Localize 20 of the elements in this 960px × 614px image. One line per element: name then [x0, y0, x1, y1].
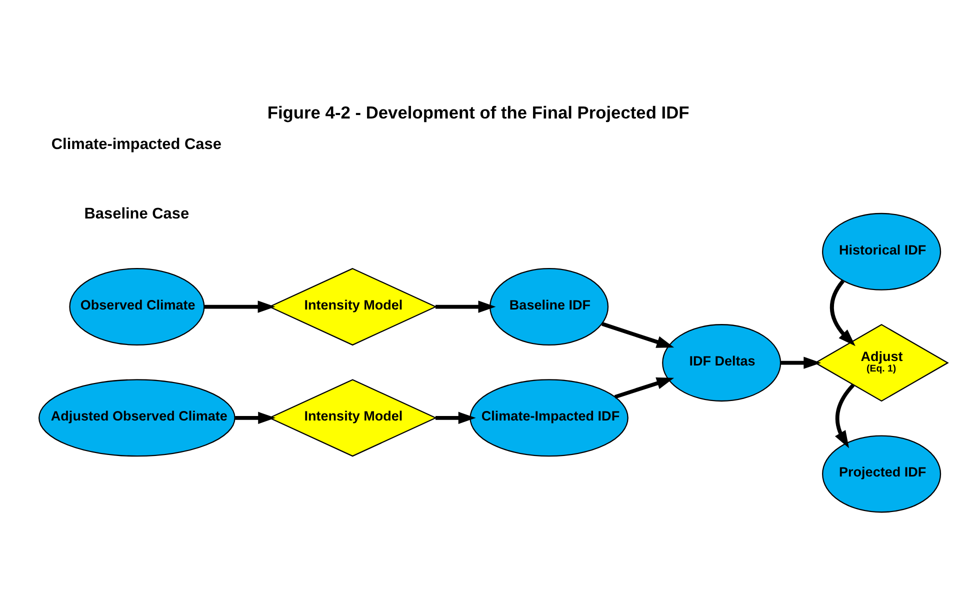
arrow — [235, 412, 276, 424]
arrow — [602, 322, 674, 348]
arrow — [204, 300, 276, 313]
node-diamond: Adjust (Eq. 1) — [814, 324, 949, 402]
arrow — [780, 356, 822, 369]
node-ellipse: IDF Deltas — [662, 324, 782, 402]
node-ellipse: Adjusted Observed Climate — [38, 379, 236, 457]
label: Climate-impacted Case — [51, 136, 222, 154]
arrow — [834, 384, 855, 448]
arrow — [830, 280, 856, 346]
diagram-title: Figure 4-2 - Development of the Final Projected IDF — [267, 102, 690, 123]
node-ellipse: Baseline IDF — [490, 268, 609, 346]
node-ellipse: Historical IDF — [822, 212, 942, 290]
arrow — [436, 412, 476, 424]
arrow — [436, 300, 496, 313]
node-ellipse: Climate-Impacted IDF — [470, 379, 628, 457]
label: Baseline Case — [84, 206, 190, 223]
node-ellipse: Projected IDF — [822, 435, 942, 513]
node-ellipse: Observed Climate — [69, 268, 205, 346]
arrow — [614, 377, 674, 399]
